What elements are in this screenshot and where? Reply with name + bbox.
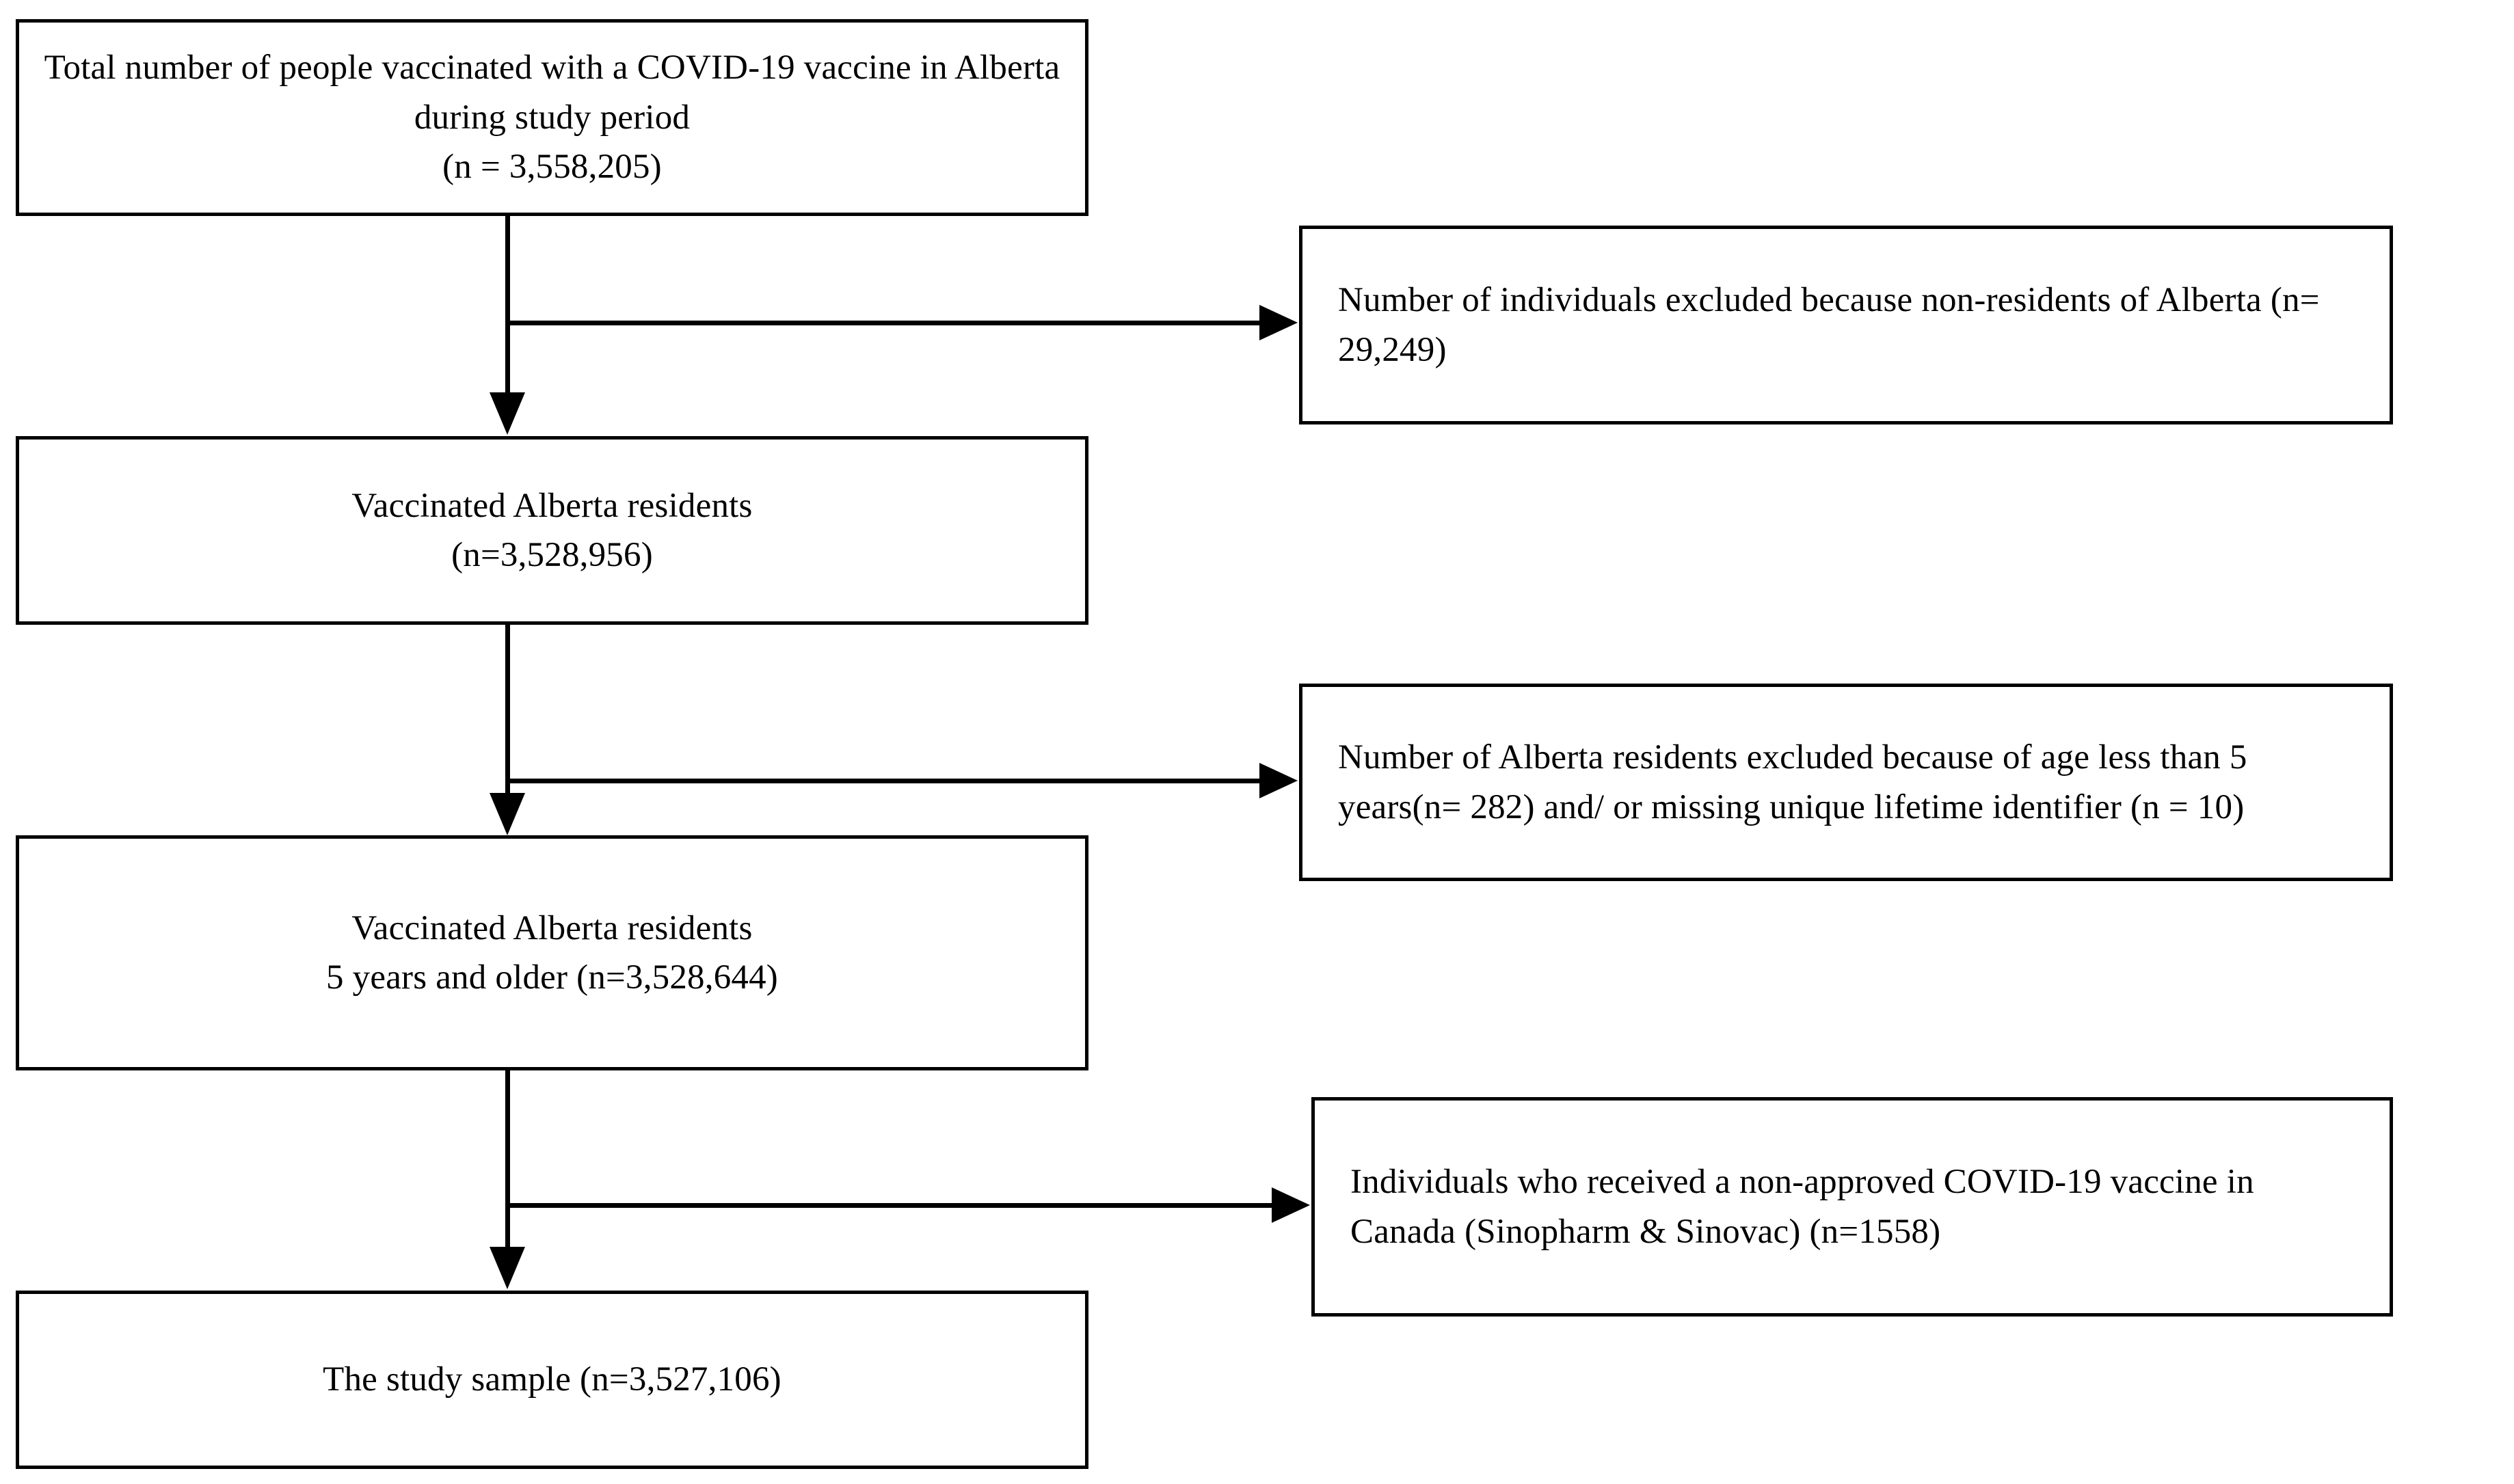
- flow-node-excluded-age-and-identifier-label: Number of Alberta residents excluded bec…: [1338, 738, 2247, 826]
- flow-node-excluded-non-approved-vaccine[interactable]: Individuals who received a non-approved …: [1311, 1097, 2393, 1317]
- connector-2-arrowhead-down: [490, 793, 525, 835]
- flow-node-total-vaccinated-label: Total number of people vaccinated with a…: [44, 49, 1060, 187]
- flow-node-excluded-non-residents[interactable]: Number of individuals excluded because n…: [1299, 226, 2393, 424]
- connector-3-arrowhead-right: [1272, 1187, 1310, 1223]
- connector-3-arrowhead-down: [490, 1247, 525, 1289]
- flow-node-excluded-non-residents-label: Number of individuals excluded because n…: [1338, 281, 2320, 369]
- connector-1-horizontal-branch: [505, 321, 1261, 325]
- connector-2-vertical-line: [505, 623, 510, 794]
- connector-1-arrowhead-right: [1259, 305, 1298, 340]
- connector-2-horizontal-branch: [505, 779, 1261, 783]
- flow-node-age-5-and-older-label: Vaccinated Alberta residents 5 years and…: [326, 908, 778, 997]
- connector-1-arrowhead-down: [490, 392, 525, 435]
- flow-node-age-5-and-older[interactable]: Vaccinated Alberta residents 5 years and…: [16, 835, 1088, 1070]
- flow-node-alberta-residents-label: Vaccinated Alberta residents (n=3,528,95…: [351, 486, 753, 574]
- connector-1-vertical-line: [505, 216, 510, 394]
- flow-node-excluded-age-and-identifier[interactable]: Number of Alberta residents excluded bec…: [1299, 684, 2393, 881]
- connector-3-vertical-line: [505, 1069, 510, 1248]
- flow-node-excluded-non-approved-vaccine-label: Individuals who received a non-approved …: [1350, 1163, 2254, 1251]
- flow-node-study-sample-label: The study sample (n=3,527,106): [323, 1360, 781, 1399]
- flow-node-total-vaccinated[interactable]: Total number of people vaccinated with a…: [16, 19, 1088, 216]
- flow-node-alberta-residents[interactable]: Vaccinated Alberta residents (n=3,528,95…: [16, 436, 1088, 625]
- connector-2-arrowhead-right: [1259, 763, 1298, 798]
- connector-3-horizontal-branch: [505, 1203, 1273, 1208]
- flow-node-study-sample[interactable]: The study sample (n=3,527,106): [16, 1291, 1088, 1469]
